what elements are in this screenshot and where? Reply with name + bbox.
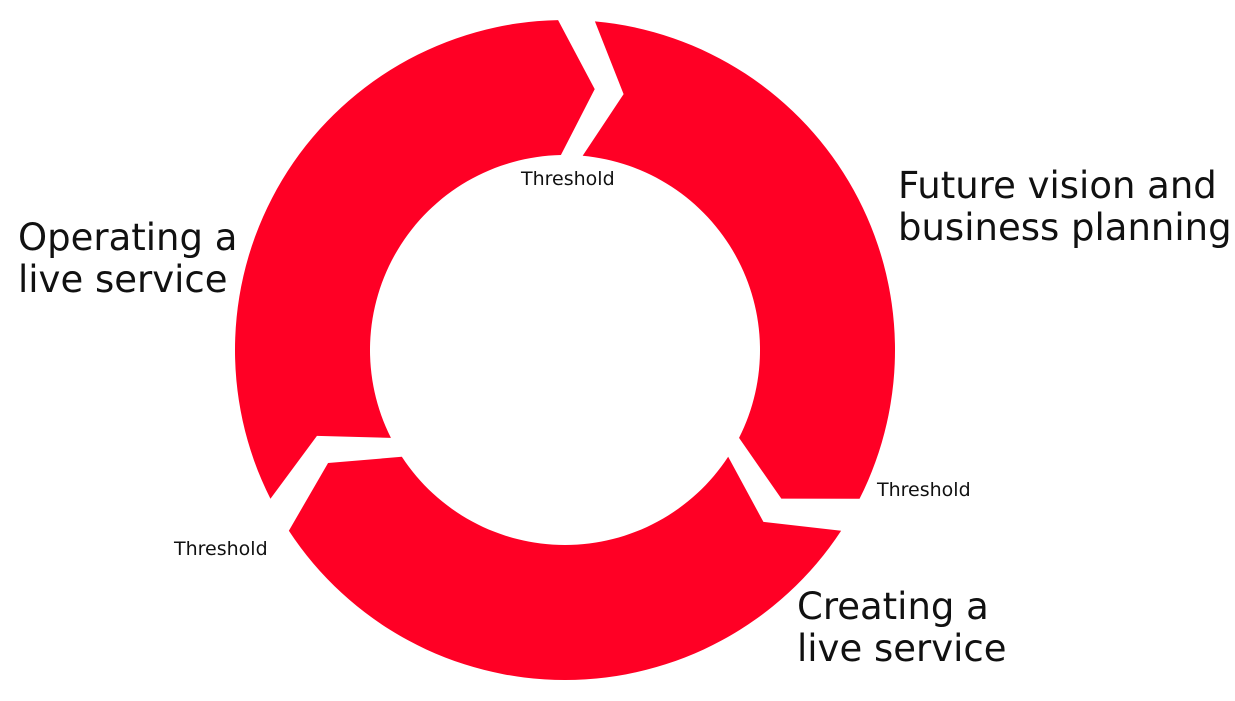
phase-label-operating: Operating a live service [18, 216, 238, 301]
phase-label-future: Future vision and business planning [898, 164, 1232, 249]
threshold-label-right: Threshold [877, 479, 971, 501]
threshold-label-top: Threshold [521, 168, 615, 190]
threshold-label-left: Threshold [174, 538, 268, 560]
ring-segment-operating [235, 20, 595, 499]
ring-segment-future [582, 21, 895, 499]
phase-label-creating: Creating a live service [797, 585, 1007, 670]
ring-segment-creating [288, 456, 842, 680]
